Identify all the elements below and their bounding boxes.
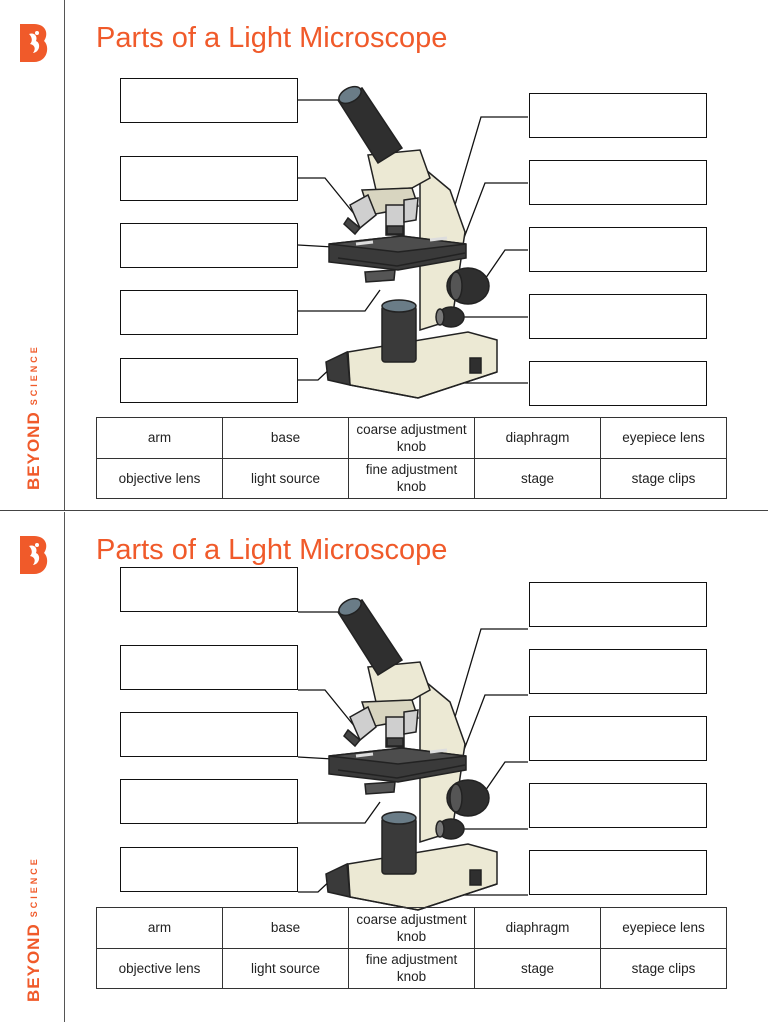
word-bank-cell: stage [474,457,601,499]
leader-lines [297,611,528,896]
leader-lines [297,99,528,384]
word-bank-cell: diaphragm [474,907,601,949]
answer-box-left-5[interactable] [120,847,298,892]
answer-box-left-2[interactable] [120,645,298,690]
word-bank-cell: eyepiece lens [600,907,727,949]
page-title: Parts of a Light Microscope [96,534,448,566]
answer-box-left-2[interactable] [120,156,298,201]
brand-tagline: SCIENCE [29,344,39,406]
worksheet-top: BEYOND SCIENCE Parts of a Light Microsco… [0,0,768,510]
answer-box-right-3[interactable] [529,227,707,272]
word-bank-cell: fine adjustment knob [348,457,475,499]
beyond-logo-icon [20,24,48,62]
word-bank-cell: eyepiece lens [600,417,727,459]
word-bank-cell: coarse adjustment knob [348,417,475,459]
answer-box-right-1[interactable] [529,582,707,627]
margin-line [64,512,65,1022]
worksheet-bottom: BEYOND SCIENCE Parts of a Light Microsco… [0,512,768,1022]
brand-wordmark: BEYOND SCIENCE [19,330,49,490]
answer-box-right-1[interactable] [529,93,707,138]
answer-box-right-5[interactable] [529,850,707,895]
word-bank-cell: diaphragm [474,417,601,459]
word-bank-cell: light source [222,457,349,499]
brand-name: BEYOND [24,411,43,490]
word-bank-cell: objective lens [96,457,223,499]
word-bank-cell: base [222,907,349,949]
answer-box-left-3[interactable] [120,712,298,757]
word-bank-row: objective lens light source fine adjustm… [96,947,727,989]
word-bank-cell: light source [222,947,349,989]
cut-line-divider [0,510,768,511]
microscope-diagram [297,85,528,399]
word-bank-row: arm base coarse adjustment knob diaphrag… [96,907,727,949]
brand-wordmark: BEYOND SCIENCE [19,842,49,1002]
brand-name: BEYOND [24,923,43,1002]
answer-box-left-4[interactable] [120,779,298,824]
answer-box-left-3[interactable] [120,223,298,268]
answer-box-right-4[interactable] [529,294,707,339]
answer-box-right-2[interactable] [529,160,707,205]
word-bank-table: arm base coarse adjustment knob diaphrag… [96,907,727,989]
beyond-logo-icon [20,536,48,574]
word-bank-cell: fine adjustment knob [348,947,475,989]
word-bank-row: objective lens light source fine adjustm… [96,457,727,499]
word-bank-cell: stage clips [600,947,727,989]
word-bank-row: arm base coarse adjustment knob diaphrag… [96,417,727,459]
word-bank-cell: objective lens [96,947,223,989]
answer-box-left-1[interactable] [120,567,298,612]
microscope-illustration [325,85,498,399]
word-bank-cell: arm [96,417,223,459]
word-bank-cell: stage [474,947,601,989]
answer-box-right-2[interactable] [529,649,707,694]
page-title: Parts of a Light Microscope [96,22,448,54]
word-bank-cell: base [222,417,349,459]
answer-box-left-1[interactable] [120,78,298,123]
margin-line [64,0,65,510]
word-bank-table: arm base coarse adjustment knob diaphrag… [96,417,727,499]
answer-box-right-5[interactable] [529,361,707,406]
answer-box-right-4[interactable] [529,783,707,828]
answer-box-left-4[interactable] [120,290,298,335]
answer-box-right-3[interactable] [529,716,707,761]
word-bank-cell: coarse adjustment knob [348,907,475,949]
microscope-illustration [325,597,498,911]
word-bank-cell: stage clips [600,457,727,499]
word-bank-cell: arm [96,907,223,949]
answer-box-left-5[interactable] [120,358,298,403]
brand-tagline: SCIENCE [29,856,39,918]
